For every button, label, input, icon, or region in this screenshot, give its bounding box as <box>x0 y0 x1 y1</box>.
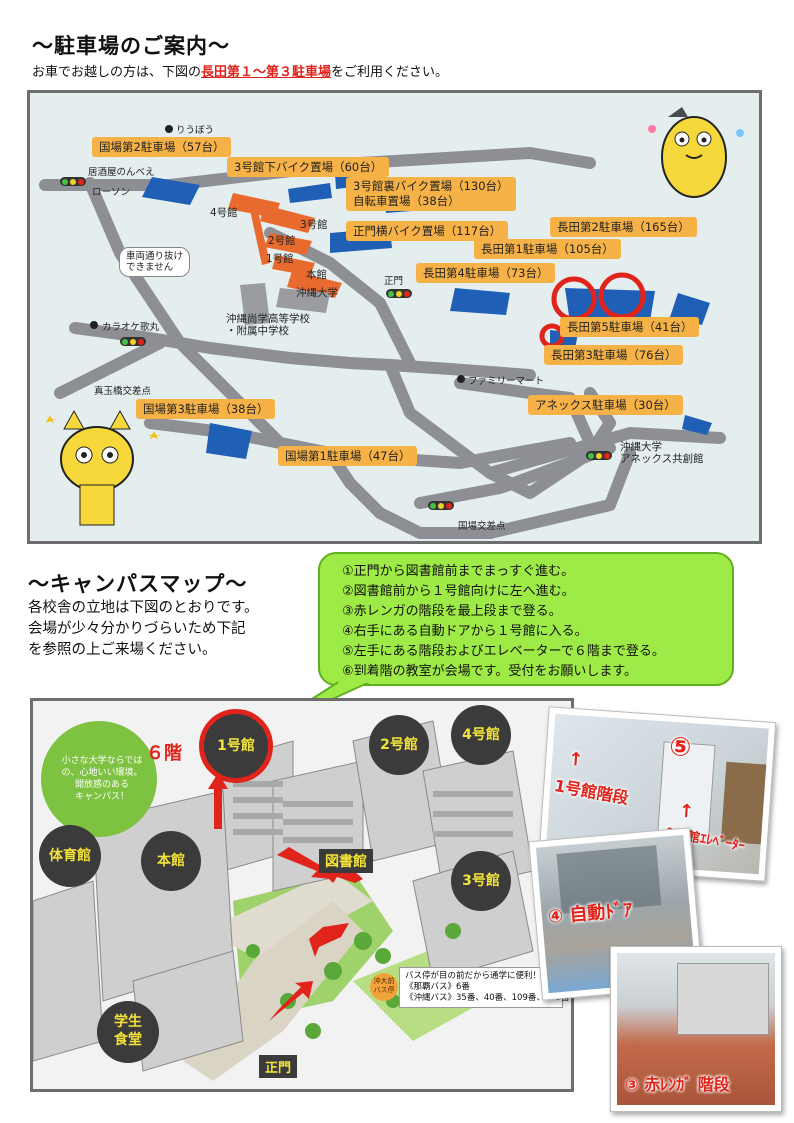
label-kokuba-2: 国場第2駐車場（57台） <box>92 137 232 157</box>
parking-title: ～駐車場のご案内～ <box>32 34 230 58</box>
campus-desc-line: 会場が少々分かりづらいため下記 <box>28 621 246 637</box>
place-kokuba-cross: 国場交差点 <box>458 521 506 532</box>
label-bike-3-back: 3号館裏バイク置場（130台） 自転車置場（38台） <box>346 177 516 211</box>
place-annex-bldg: 沖縄大学 アネックス共創館 <box>620 441 704 465</box>
label-kokuba-1: 国場第1駐車場（47台） <box>278 446 418 466</box>
label-nagata-3: 長田第3駐車場（76台） <box>544 345 684 365</box>
place-lawson: ローソン <box>92 187 131 198</box>
bus-note: バス停が目の前だから通学に便利！ 《那覇バス》6番 《沖縄バス》35番、40番、… <box>399 967 570 1008</box>
bldg-1-marker: 1号館 <box>199 709 273 783</box>
label-annex: アネックス駐車場（30台） <box>528 395 683 415</box>
subtitle-text-end: をご利用ください。 <box>331 65 449 80</box>
parking-subtitle: お車でお越しの方は、下図の長田第１～第３駐車場をご利用ください。 <box>32 61 448 80</box>
no-through-note: 車両通り抜け できません <box>119 247 191 277</box>
label-bike-3-under: 3号館下バイク置場（60台） <box>227 157 390 177</box>
direction-step: ①正門から図書館前までまっすぐ進む。 <box>342 564 575 579</box>
label-nagata-2: 長田第2駐車場（165台） <box>550 217 697 237</box>
place-karaoke: カラオケ歌丸 <box>102 322 160 333</box>
direction-step: ⑥到着階の教室が会場です。受付をお願いします。 <box>342 664 638 679</box>
label-nagata-5: 長田第5駐車場（41台） <box>560 317 700 337</box>
label-nagata-4: 長田第4駐車場（73台） <box>416 263 556 283</box>
label-bicycle: 自転車置場（38台） <box>353 194 460 208</box>
map-bldg-main: 本館 <box>306 269 327 281</box>
bldg-3-marker: 3号館 <box>451 851 511 911</box>
traffic-light-icon <box>586 451 612 460</box>
campus-map: 小さな大学ならでは の、心地いい環境。 開放感のある キャンパス！ ６階 1号館… <box>30 698 574 1092</box>
main-bldg-marker: 本館 <box>141 831 201 891</box>
bldg-2-marker: 2号館 <box>369 715 429 775</box>
subtitle-highlight: 長田第１～第３駐車場 <box>201 65 332 80</box>
campus-description: 各校舎の立地は下図のとおりです。 会場が少々分かりづらいため下記 を参照の上ご来… <box>28 598 259 661</box>
place-okinawa-univ: 沖縄大学 <box>296 287 338 299</box>
map-bldg-3: 3号館 <box>300 219 328 231</box>
campus-slogan: 小さな大学ならでは の、心地いい環境。 開放感のある キャンパス！ <box>61 756 143 802</box>
direction-step: ③赤レンガの階段を最上段まで登る。 <box>342 604 562 619</box>
label-nagata-1: 長田第1駐車場（105台） <box>474 239 621 259</box>
bus-stop-sign: 沖大前 バス停 <box>370 973 398 1001</box>
photo5-number: ⑤ <box>668 731 693 764</box>
photo-red-brick-stairs: ③ 赤ﾚﾝｶﾞ 階段 <box>610 946 782 1112</box>
place-madama: 真玉橋交差点 <box>94 386 152 397</box>
main-gate-label: 正門 <box>259 1055 298 1078</box>
label-kokuba-3: 国場第3駐車場（38台） <box>136 399 276 419</box>
cafeteria-line: 食堂 <box>114 1032 142 1048</box>
bldg-shape <box>677 963 769 1035</box>
arrow-up-icon: ↑ <box>678 800 695 823</box>
place-familymart: ファミリーマート <box>468 376 545 387</box>
campus-title: ～キャンパスマップ～ <box>28 572 248 596</box>
traffic-light-icon <box>428 501 454 510</box>
place-ryubo: りうぼう <box>176 125 215 136</box>
cafeteria-line: 学生 <box>114 1014 142 1030</box>
floor-label: ６階 <box>146 743 182 764</box>
cafeteria-marker: 学生 食堂 <box>97 1001 159 1063</box>
gym-marker: 体育館 <box>39 825 101 887</box>
traffic-light-icon <box>120 337 146 346</box>
traffic-light-icon <box>60 177 86 186</box>
traffic-light-icon <box>386 289 412 298</box>
photo3-caption: ③ 赤ﾚﾝｶﾞ 階段 <box>625 1075 730 1094</box>
direction-step: ④右手にある自動ドアから１号館に入る。 <box>342 624 588 639</box>
campus-desc-line: 各校舎の立地は下図のとおりです。 <box>28 600 259 616</box>
map-bldg-2: 2号館 <box>268 235 296 247</box>
campus-desc-line: を参照の上ご来場ください。 <box>28 642 217 658</box>
direction-step: ⑤左手にある階段およびエレベーターで６階まで登る。 <box>342 644 665 659</box>
parking-map: 国場第2駐車場（57台） 3号館下バイク置場（60台） 3号館裏バイク置場（13… <box>27 90 762 544</box>
label-bike-seimon: 正門横バイク置場（117台） <box>346 221 509 241</box>
place-highschool: 沖縄尚学高等学校 ・附属中学校 <box>226 313 310 337</box>
library-label: 図書館 <box>319 849 373 873</box>
place-seimon: 正門 <box>384 276 404 287</box>
bldg-4-marker: 4号館 <box>451 705 511 765</box>
map-bldg-1: 1号館 <box>266 253 294 265</box>
subtitle-text: お車でお越しの方は、下図の <box>32 65 202 80</box>
arrow-up-icon: ↑ <box>567 748 584 771</box>
photo-red-brick-image <box>617 953 775 1105</box>
place-izakaya: 居酒屋のんべえ <box>88 167 155 178</box>
directions-bubble: ①正門から図書館前までまっすぐ進む。 ②図書館前から１号館向けに左へ進む。 ③赤… <box>318 552 734 686</box>
direction-step: ②図書館前から１号館向けに左へ進む。 <box>342 584 575 599</box>
label-bike-3-back-line1: 3号館裏バイク置場（130台） <box>353 179 509 193</box>
map-bldg-4: 4号館 <box>210 207 238 219</box>
